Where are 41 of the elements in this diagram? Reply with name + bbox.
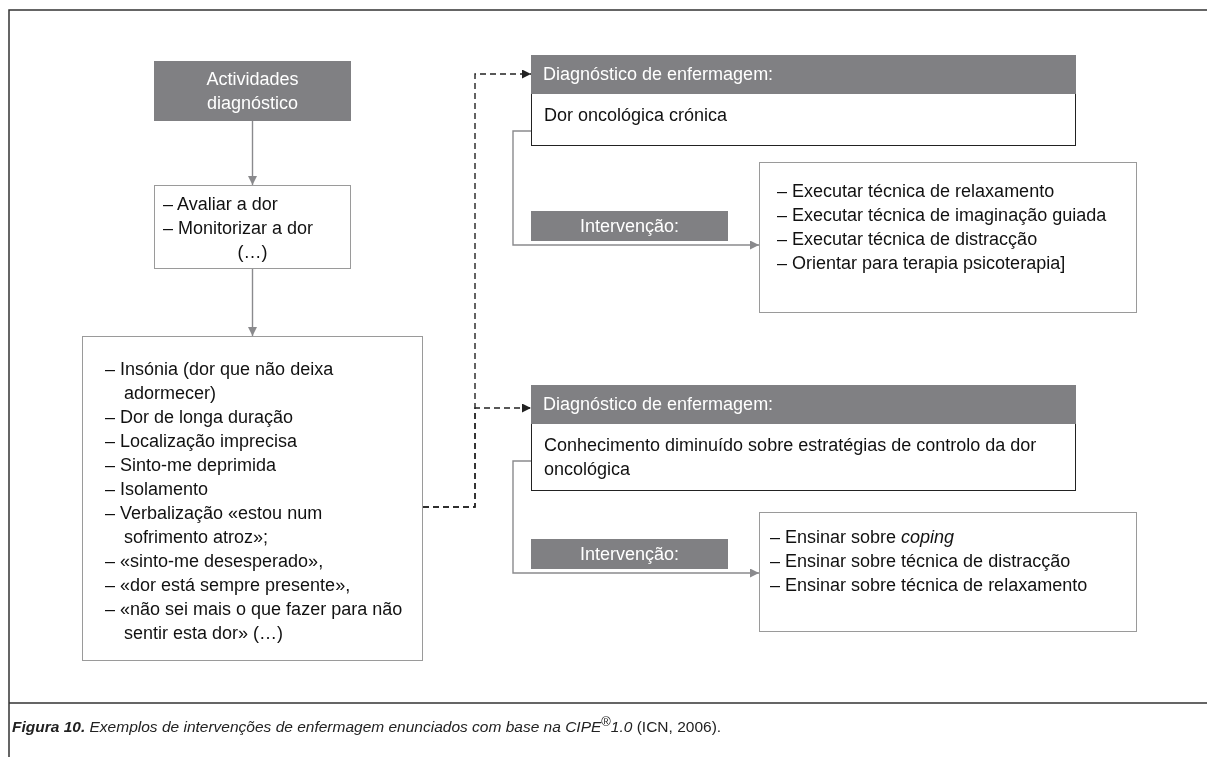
list-item: – Dor de longa duração <box>105 406 295 429</box>
list-item: – «dor está sempre presente», <box>105 574 352 597</box>
arrow <box>248 268 257 337</box>
diagnosis-text: Dor oncológica crónica <box>543 104 729 127</box>
list-item: – Sinto-me deprimida <box>105 454 278 477</box>
list-box <box>82 336 423 661</box>
list-item: – «não sei mais o que fazer para não sentir esta dor» (…) <box>105 598 404 645</box>
list-item: – Executar técnica de distracção <box>777 228 1039 251</box>
diagnosis-box <box>531 385 1076 491</box>
list-item: – Ensinar sobre técnica de relaxamento <box>770 574 1089 597</box>
diagnosis-text: Conhecimento diminuído sobre estratégias de controlo da dor oncológica <box>543 434 1038 481</box>
diagnosis-box <box>531 55 1076 146</box>
list-item: – Monitorizar a dor <box>163 217 315 240</box>
list-item: (…) <box>236 241 269 264</box>
arrow <box>512 130 760 250</box>
list-item: – Localização imprecisa <box>105 430 299 453</box>
bar-label: Intervenção: <box>579 215 680 238</box>
label-bar <box>154 61 351 121</box>
diagnosis-header: Diagnóstico de enfermagem: <box>531 385 1076 424</box>
list-item: – Verbalização «estou num sofrimento atroz»; <box>105 502 324 549</box>
list-item: – Orientar para terapia psicoterapia] <box>777 252 1067 275</box>
list-item: – Executar técnica de imaginação guiada <box>777 204 1108 227</box>
list-item: – Isolamento <box>105 478 210 501</box>
list-item: – Ensinar sobre técnica de distracção <box>770 550 1072 573</box>
arrow <box>512 460 760 578</box>
arrow <box>422 403 532 508</box>
label-bar <box>531 539 728 569</box>
list-item: – Ensinar sobre coping <box>770 526 956 549</box>
list-box <box>759 162 1137 313</box>
list-item: – «sinto-me desesperado», <box>105 550 325 573</box>
arrow <box>248 120 257 186</box>
list-box <box>154 185 351 269</box>
list-box <box>759 512 1137 632</box>
list-item: – Insónia (dor que não deixa adormecer) <box>105 358 335 405</box>
figure-caption: Figura 10. Exemplos de intervenções de enfermagem enunciados com base na CIPE$^{®}$1.0 (ICN, 2006). <box>12 714 722 737</box>
label-bar <box>531 211 728 241</box>
bar-label: Actividades diagnóstico <box>205 68 300 115</box>
bar-label: Intervenção: <box>579 543 680 566</box>
list-item: – Avaliar a dor <box>163 193 279 216</box>
diagnosis-header: Diagnóstico de enfermagem: <box>531 55 1076 94</box>
list-item: – Executar técnica de relaxamento <box>777 180 1056 203</box>
